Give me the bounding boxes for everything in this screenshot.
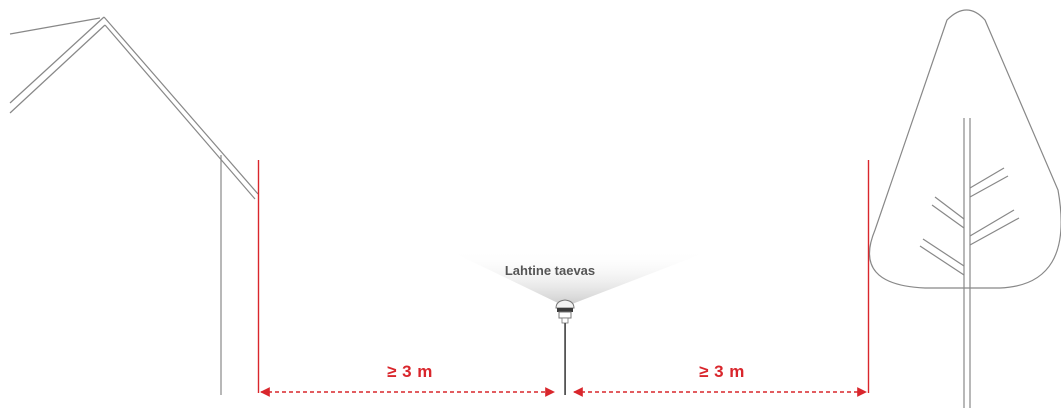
distance-label-left: ≥ 3 m (387, 362, 433, 381)
tree-icon (868, 9, 1061, 408)
gnss-receiver-icon (555, 299, 575, 395)
distance-label-right: ≥ 3 m (699, 362, 745, 381)
open-sky-cone (448, 250, 712, 304)
house-icon (9, 16, 259, 395)
sky-label: Lahtine taevas (504, 263, 596, 278)
